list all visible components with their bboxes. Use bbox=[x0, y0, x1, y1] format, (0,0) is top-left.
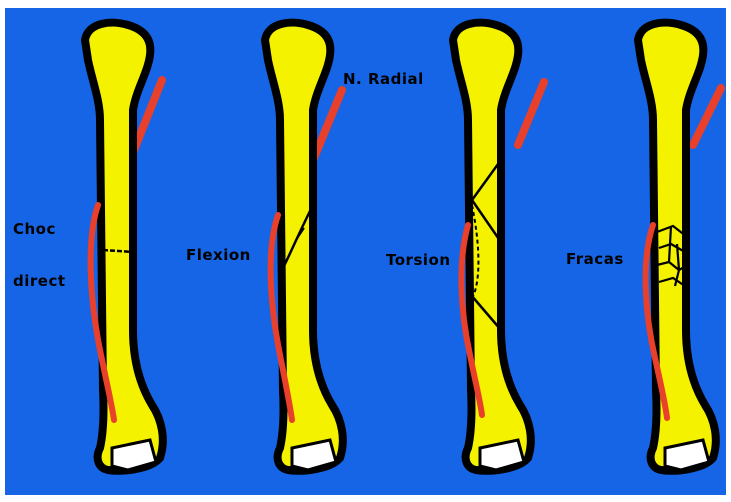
label-direct: direct bbox=[13, 272, 66, 290]
label-choc: Choc bbox=[13, 220, 56, 238]
label-fracas: Fracas bbox=[566, 250, 624, 268]
bone-torsion bbox=[453, 23, 544, 471]
bone-flexion bbox=[265, 23, 343, 471]
bone-fracas bbox=[638, 23, 721, 471]
bone-3-nerve-upper bbox=[518, 82, 544, 145]
label-nerve-radial: N. Radial bbox=[343, 70, 424, 88]
label-flexion: Flexion bbox=[186, 246, 251, 264]
label-torsion: Torsion bbox=[386, 251, 451, 269]
bone-4-nerve-upper bbox=[693, 88, 721, 145]
bone-choc-direct bbox=[85, 23, 163, 471]
